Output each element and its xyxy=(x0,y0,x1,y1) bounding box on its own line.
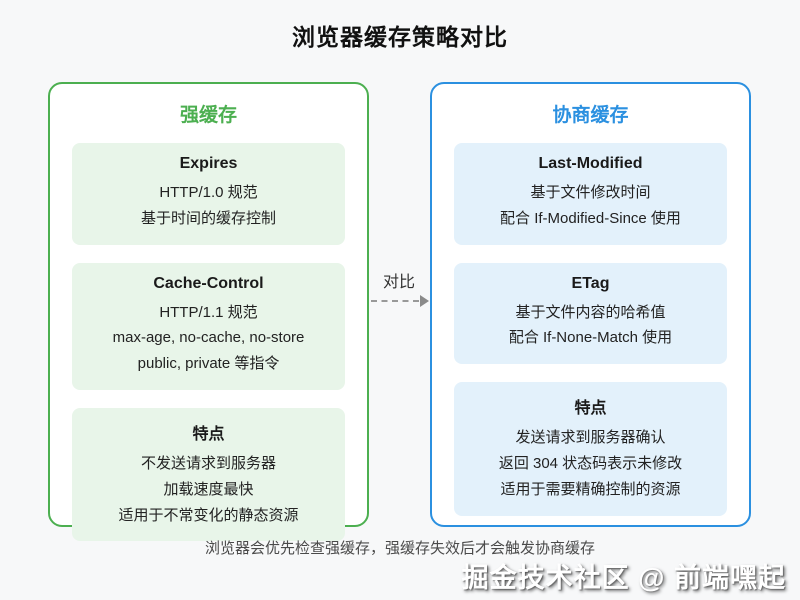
strong-cache-panel: 强缓存 Expires HTTP/1.0 规范 基于时间的缓存控制 Cache-… xyxy=(48,82,369,542)
etag-card: ETag 基于文件内容的哈希值 配合 If-None-Match 使用 xyxy=(454,262,727,365)
card-line: 发送请求到服务器确认 xyxy=(515,429,666,447)
card-line: 配合 If-Modified-Since 使用 xyxy=(500,209,681,227)
page-title: 浏览器缓存策略对比 xyxy=(292,24,508,50)
cache-control-card: Cache-Control HTTP/1.1 规范 max-age, no-ca… xyxy=(72,262,345,390)
card-line: 适用于需要精确控制的资源 xyxy=(500,480,681,498)
card-line: 加载速度最快 xyxy=(163,480,254,498)
card-line: 基于文件修改时间 xyxy=(530,184,651,201)
card-line: 不发送请求到服务器 xyxy=(140,454,276,472)
negotiated-cache-features-card: 特点 发送请求到服务器确认 返回 304 状态码表示未修改 适用于需要精确控制的… xyxy=(454,382,727,516)
strong-cache-panel-title: 强缓存 xyxy=(179,105,237,126)
card-line: public, private 等指令 xyxy=(137,355,280,373)
negotiated-cache-panel: 协商缓存 Last-Modified 基于文件修改时间 配合 If-Modifi… xyxy=(430,82,751,527)
card-line: 返回 304 状态码表示未修改 xyxy=(498,454,683,472)
arrowhead-icon xyxy=(420,295,429,307)
comparison-label: 对比 xyxy=(382,274,415,291)
card-line: 适用于不常变化的静态资源 xyxy=(118,506,299,524)
last-modified-card: Last-Modified 基于文件修改时间 配合 If-Modified-Si… xyxy=(454,143,727,245)
card-title: Last-Modified xyxy=(538,155,643,172)
dashed-line xyxy=(371,300,419,302)
strong-cache-features-card: 特点 不发送请求到服务器 加载速度最快 适用于不常变化的静态资源 xyxy=(72,407,345,542)
card-title: ETag xyxy=(571,274,610,292)
card-title: Cache-Control xyxy=(153,274,264,292)
footer-caption: 浏览器会优先检查强缓存，强缓存失效后才会触发协商缓存 xyxy=(204,540,595,557)
card-title: 特点 xyxy=(574,400,607,418)
card-line: HTTP/1.0 规范 xyxy=(159,184,258,201)
card-line: 基于文件内容的哈希值 xyxy=(515,303,666,321)
expires-card: Expires HTTP/1.0 规范 基于时间的缓存控制 xyxy=(72,143,345,245)
watermark: 掘金技术社区 @ 前端嘿起 xyxy=(461,563,786,593)
card-title: 特点 xyxy=(192,425,225,443)
comparison-arrow-icon xyxy=(371,295,429,307)
card-line: max-age, no-cache, no-store xyxy=(112,329,305,347)
card-title: Expires xyxy=(179,155,238,172)
card-line: 基于时间的缓存控制 xyxy=(140,209,276,227)
card-line: 配合 If-None-Match 使用 xyxy=(508,329,673,347)
card-line: HTTP/1.1 规范 xyxy=(159,303,258,321)
negotiated-cache-panel-title: 协商缓存 xyxy=(552,105,629,126)
